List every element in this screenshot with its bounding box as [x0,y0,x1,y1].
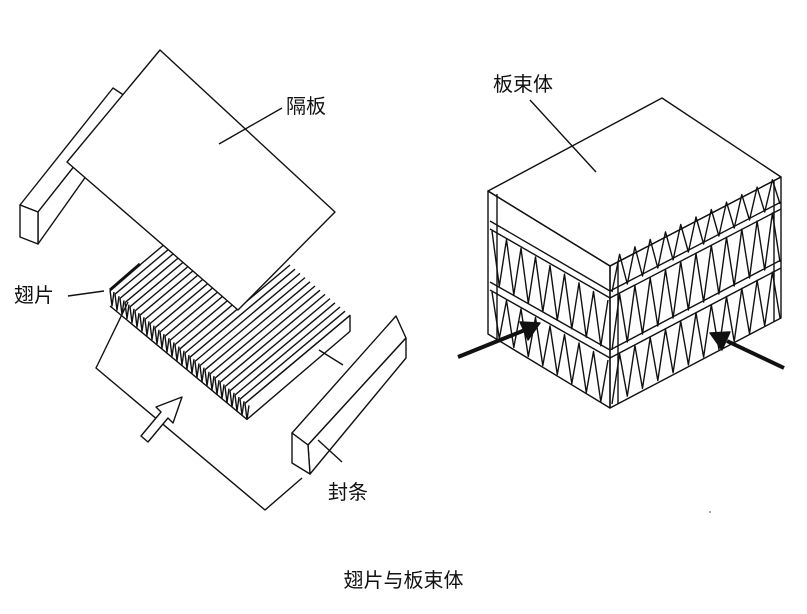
base-frame [95,301,344,511]
plate-bundle [487,97,782,409]
outlet-arrow-icon [709,331,785,370]
inlet-arrow-icon [457,321,541,359]
fin-leader-line [67,290,105,297]
right-seal-bar [291,315,407,475]
fin-leading-edge [109,262,141,292]
fin-label: 翅片 [14,283,54,307]
side-layer-2-corrugation [611,212,781,351]
separator-label: 隔板 [286,94,326,118]
separator-plate [66,49,336,311]
seal-bar-label: 封条 [328,480,368,504]
fin-pack-outline [109,305,351,420]
seal-bar-leader-line [317,439,343,463]
fin-pack [109,201,351,421]
figure-caption: 翅片与板束体 [343,568,464,592]
bundle-leader-line [529,99,597,173]
bundle-label: 板束体 [493,72,553,96]
side-layer-1-corrugation [611,179,781,293]
separator-leader-line [218,107,283,145]
flow-arrow-icon [140,396,183,443]
front-layer-2-corrugation [491,291,609,403]
front-layer-1-corrugation [491,230,609,347]
side-layer-3-corrugation [611,271,781,405]
